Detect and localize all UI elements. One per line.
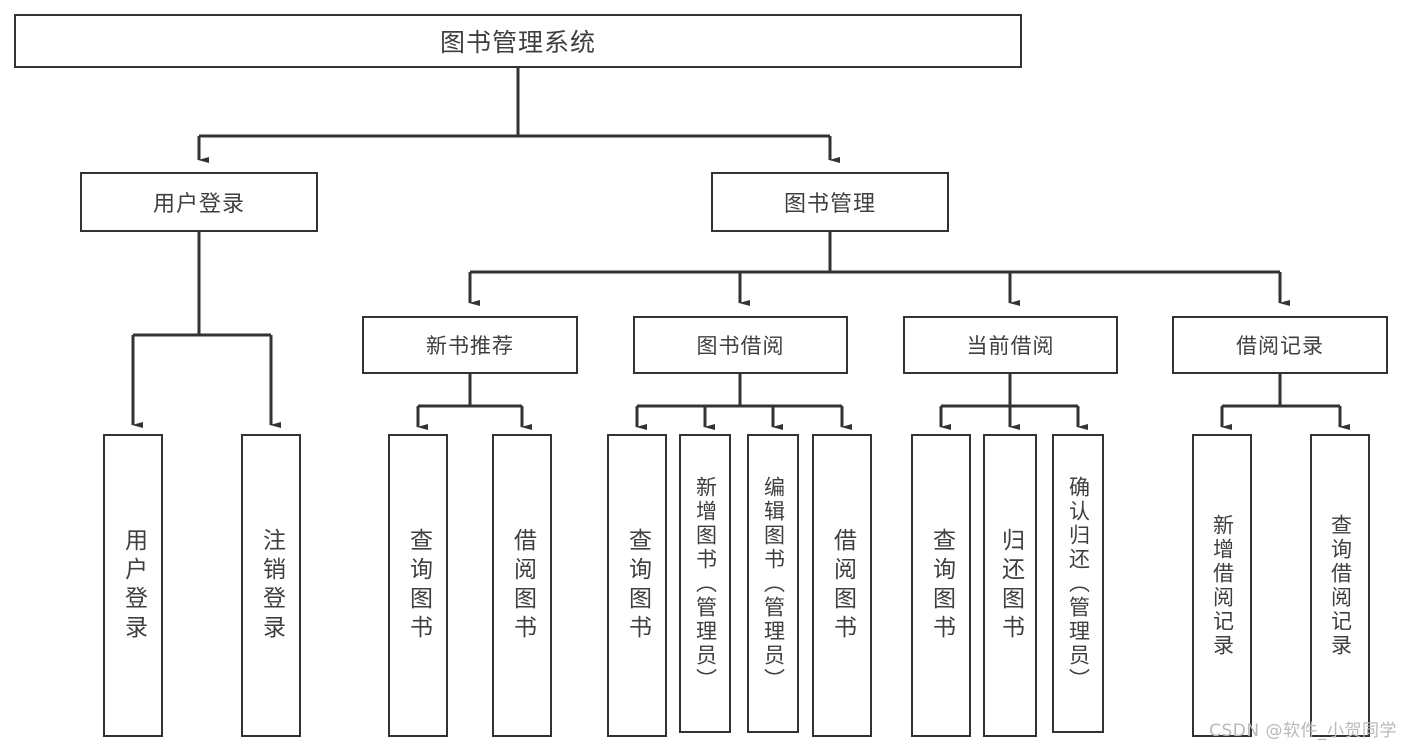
node-current-borrow[interactable]: 当前借阅 [903, 316, 1118, 374]
node-book-management[interactable]: 图书管理 [711, 172, 949, 232]
leaf-query-book-borrow[interactable]: 查询图书 [607, 434, 667, 737]
leaf-edit-book-admin[interactable]: 编辑图书（管理员） [747, 434, 799, 733]
leaf-add-book-admin[interactable]: 新增图书（管理员） [679, 434, 731, 733]
node-user-login[interactable]: 用户登录 [80, 172, 318, 232]
node-borrow-record[interactable]: 借阅记录 [1172, 316, 1388, 374]
leaf-logout[interactable]: 注销登录 [241, 434, 301, 737]
node-new-book-recommend[interactable]: 新书推荐 [362, 316, 578, 374]
csdn-watermark: CSDN @软件_小贺同学 [1209, 721, 1397, 741]
leaf-add-borrow-record[interactable]: 新增借阅记录 [1192, 434, 1252, 737]
leaf-borrow-book[interactable]: 借阅图书 [812, 434, 872, 737]
leaf-user-login[interactable]: 用户登录 [103, 434, 163, 737]
leaf-query-borrow-record[interactable]: 查询借阅记录 [1310, 434, 1370, 737]
node-book-borrow[interactable]: 图书借阅 [633, 316, 848, 374]
node-root[interactable]: 图书管理系统 [14, 14, 1022, 68]
leaf-borrow-book-new[interactable]: 借阅图书 [492, 434, 552, 737]
leaf-return-book[interactable]: 归还图书 [983, 434, 1037, 737]
leaf-query-book-current[interactable]: 查询图书 [911, 434, 971, 737]
leaf-query-book-new[interactable]: 查询图书 [388, 434, 448, 737]
leaf-confirm-return-admin[interactable]: 确认归还（管理员） [1052, 434, 1104, 733]
